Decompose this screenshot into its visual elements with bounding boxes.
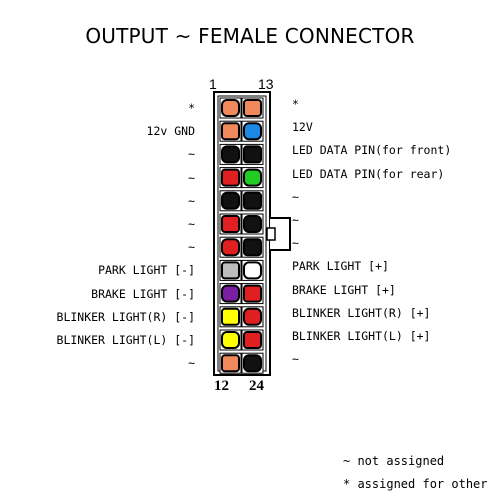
right-label-pin-24: ~ [292, 352, 299, 367]
pin-4 [221, 168, 240, 187]
pin-6 [221, 215, 240, 233]
left-label-pin-8: PARK LIGHT [-] [98, 263, 195, 278]
pin-23 [243, 331, 262, 349]
pin-12 [221, 354, 240, 373]
pin-2 [221, 122, 240, 141]
pin-17 [243, 191, 262, 210]
right-label-pin-15: LED DATA PIN(for front) [292, 143, 452, 158]
pin-number-13: 13 [258, 76, 274, 92]
left-label-pin-2: 12v GND [146, 124, 195, 139]
left-label-pin-10: BLINKER LIGHT(R) [-] [56, 309, 195, 324]
pin-22 [243, 307, 262, 326]
right-label-pin-19: ~ [292, 236, 299, 251]
pin-13 [243, 99, 262, 117]
pin-number-1: 1 [209, 76, 217, 92]
pin-8 [221, 261, 240, 280]
right-label-pin-18: ~ [292, 213, 299, 227]
right-label-pin-13: * [292, 97, 299, 111]
pin-5 [221, 191, 240, 210]
right-label-pin-20: PARK LIGHT [+] [292, 259, 389, 274]
pin-7 [221, 238, 240, 257]
pin-18 [243, 215, 262, 233]
pin-24 [243, 354, 262, 373]
right-label-pin-21: BRAKE LIGHT [+] [292, 282, 396, 297]
pin-21 [243, 284, 262, 303]
pin-16 [243, 168, 262, 187]
pin-number-12: 12 [214, 378, 229, 394]
legend-not-assigned: ~ not assigned [343, 454, 445, 468]
pin-10 [221, 307, 240, 326]
right-label-pin-17: ~ [292, 189, 299, 204]
pin-1 [221, 99, 240, 117]
pin-20 [243, 261, 262, 280]
pin-9 [221, 284, 240, 303]
diagram-title: OUTPUT ~ FEMALE CONNECTOR [85, 24, 415, 48]
right-label-pin-22: BLINKER LIGHT(R) [+] [292, 305, 431, 320]
latch-tab [266, 227, 276, 241]
left-label-pin-11: BLINKER LIGHT(L) [-] [56, 333, 195, 347]
left-label-pin-12: ~ [188, 356, 195, 371]
right-label-pin-16: LED DATA PIN(for rear) [292, 166, 445, 181]
pin-3 [221, 145, 240, 164]
left-label-pin-3: ~ [188, 147, 195, 162]
pin-15 [243, 145, 262, 164]
pin-number-24: 24 [249, 378, 264, 394]
left-label-pin-6: ~ [188, 217, 195, 231]
left-label-pin-9: BRAKE LIGHT [-] [91, 286, 195, 301]
left-label-pin-4: ~ [188, 170, 195, 185]
pin-19 [243, 238, 262, 257]
legend-assigned-other: * assigned for other [343, 477, 488, 491]
pin-11 [221, 331, 240, 349]
left-label-pin-5: ~ [188, 193, 195, 208]
left-label-pin-7: ~ [188, 240, 195, 255]
left-label-pin-1: * [188, 101, 195, 115]
connector-latch [270, 217, 291, 251]
right-label-pin-14: 12V [292, 120, 313, 135]
right-label-pin-23: BLINKER LIGHT(L) [+] [292, 329, 431, 343]
pin-14 [243, 122, 262, 141]
